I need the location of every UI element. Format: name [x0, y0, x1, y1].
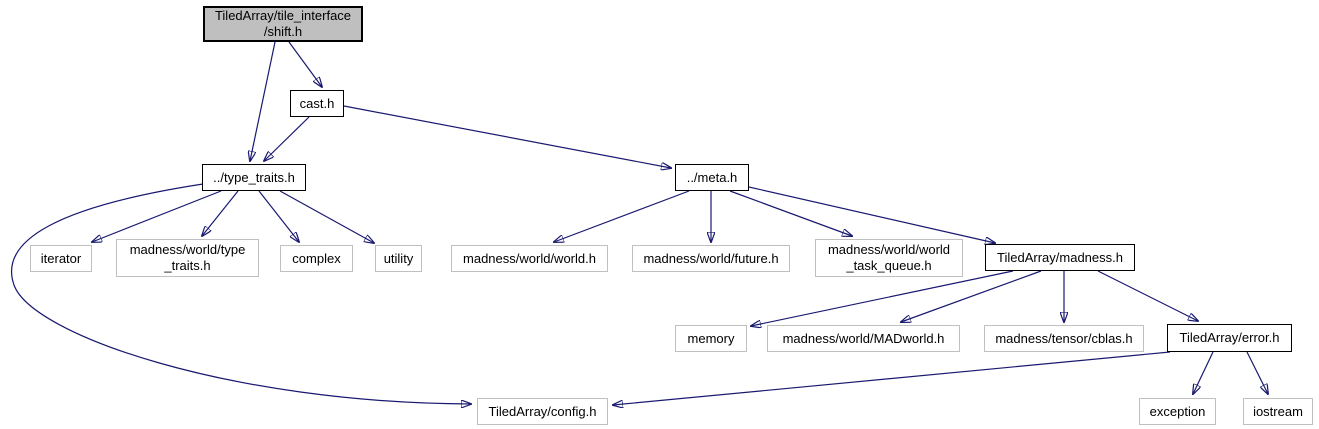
node-tiledarray-madness-h-label: TiledArray/madness.h [997, 249, 1123, 265]
edge-type-traits-to-mw-type-traits [202, 190, 239, 236]
node-madness-world-world-task-queue-h-label-line2: _task_queue.h [846, 258, 932, 273]
node-iostream-label: iostream [1253, 403, 1303, 419]
node-tiledarray-config-h-label: TiledArray/config.h [488, 403, 597, 419]
node-shift-h: TiledArray/tile_interface /shift.h [203, 6, 363, 42]
edge-meta-to-ta-madness [748, 186, 995, 243]
node-memory[interactable]: memory [675, 325, 747, 352]
node-tiledarray-config-h[interactable]: TiledArray/config.h [477, 398, 608, 425]
node-meta-h-label: ../meta.h [686, 169, 738, 185]
node-iterator-label: iterator [40, 250, 82, 266]
edge-type-traits-to-complex [258, 190, 299, 242]
node-complex[interactable]: complex [280, 245, 353, 272]
node-madness-world-type-traits-h-label-line1: madness/world/type [129, 242, 246, 257]
edge-ta-madness-to-ta-error [1097, 270, 1198, 321]
edge-cast-to-type-traits [264, 116, 310, 161]
edge-meta-to-mw-world-task-queue [729, 190, 852, 236]
node-madness-world-madworld-h[interactable]: madness/world/MADworld.h [767, 325, 960, 352]
node-type-traits-h-label: ../type_traits.h [213, 169, 295, 185]
edge-shift-to-cast [288, 41, 322, 87]
node-shift-h-label-line2: /shift.h [263, 24, 303, 39]
node-madness-world-future-h-label: madness/world/future.h [643, 250, 779, 266]
node-madness-world-world-h-label: madness/world/world.h [463, 250, 596, 266]
node-madness-world-world-task-queue-h[interactable]: madness/world/world _task_queue.h [815, 239, 963, 277]
node-madness-world-future-h[interactable]: madness/world/future.h [632, 245, 790, 272]
node-madness-world-world-task-queue-h-label-line1: madness/world/world [827, 242, 951, 257]
node-type-traits-h[interactable]: ../type_traits.h [202, 164, 306, 191]
node-cast-h-label: cast.h [299, 95, 335, 111]
edge-ta-madness-to-mw-madworld [901, 270, 1042, 322]
edge-ta-error-to-exception [1193, 351, 1214, 394]
edge-type-traits-to-iterator [92, 190, 222, 242]
edge-type-traits-to-utility [279, 190, 374, 243]
node-iterator[interactable]: iterator [30, 245, 92, 272]
edge-ta-error-to-iostream [1246, 351, 1268, 394]
node-exception-label: exception [1149, 403, 1206, 419]
node-exception[interactable]: exception [1139, 398, 1216, 425]
node-madness-world-madworld-h-label: madness/world/MADworld.h [782, 330, 945, 346]
node-madness-world-world-h[interactable]: madness/world/world.h [451, 245, 608, 272]
node-utility-label: utility [383, 250, 414, 266]
edge-meta-to-mw-world [554, 190, 690, 242]
edge-ta-madness-to-memory [751, 270, 1014, 326]
node-madness-tensor-cblas-h-label: madness/tensor/cblas.h [995, 330, 1133, 346]
node-complex-label: complex [292, 250, 341, 266]
node-tiledarray-error-h-label: TiledArray/error.h [1179, 330, 1280, 345]
node-iostream[interactable]: iostream [1243, 398, 1313, 425]
edge-shift-to-type-traits [250, 41, 276, 161]
node-cast-h[interactable]: cast.h [290, 90, 344, 117]
node-memory-label: memory [687, 330, 735, 346]
node-tiledarray-error-h[interactable]: TiledArray/error.h [1167, 324, 1292, 352]
edge-ta-error-to-config [613, 351, 1171, 405]
node-madness-world-type-traits-h-label-line2: _traits.h [164, 258, 211, 273]
node-meta-h[interactable]: ../meta.h [675, 164, 749, 191]
node-tiledarray-madness-h[interactable]: TiledArray/madness.h [985, 244, 1135, 271]
node-utility[interactable]: utility [375, 245, 422, 272]
node-madness-tensor-cblas-h[interactable]: madness/tensor/cblas.h [984, 325, 1144, 352]
edge-cast-to-meta [343, 105, 671, 168]
node-shift-h-label-line1: TiledArray/tile_interface [214, 8, 352, 23]
edge-type-traits-to-config [10, 183, 471, 404]
node-madness-world-type-traits-h[interactable]: madness/world/type _traits.h [116, 239, 259, 277]
